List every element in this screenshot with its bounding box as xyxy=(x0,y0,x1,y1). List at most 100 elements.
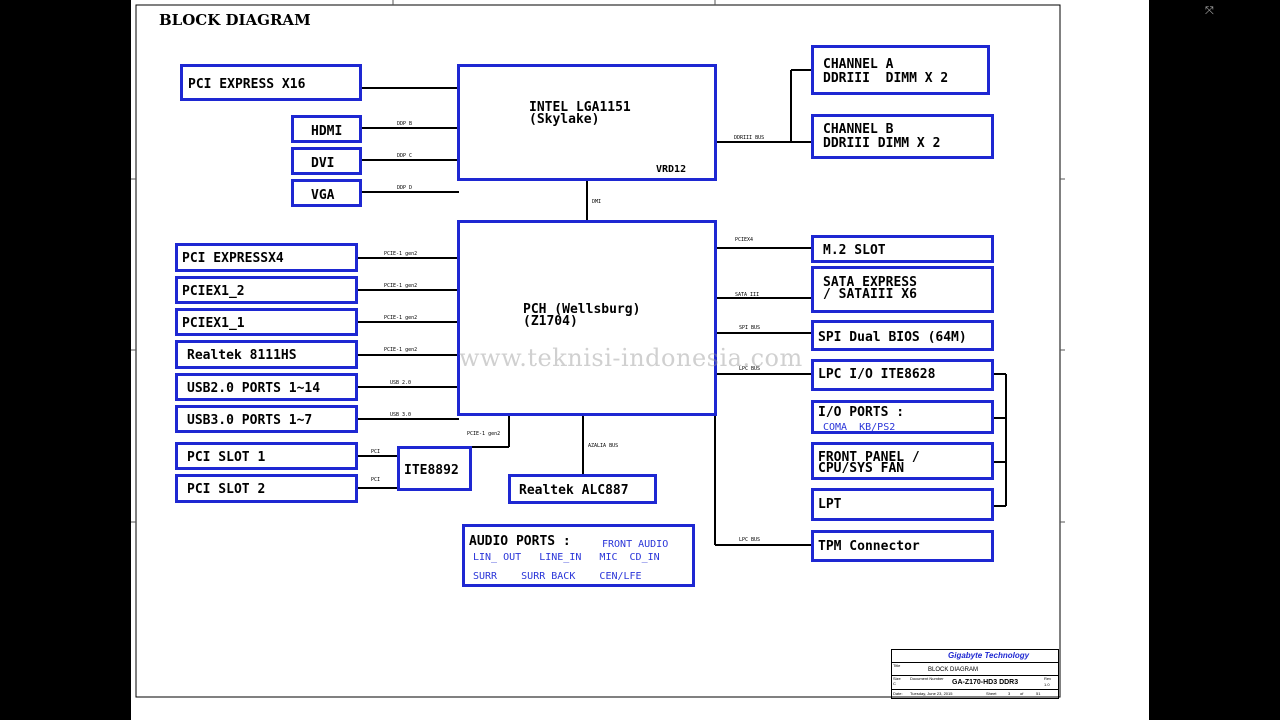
pci-express-x16-block: PCI EXPRESS X16 xyxy=(180,64,362,101)
vga-block: VGA xyxy=(291,179,362,207)
rev-value: 1.0 xyxy=(1044,682,1050,687)
connection-lines xyxy=(131,0,1065,698)
bus-label-ddp-d: DDP D xyxy=(397,185,413,191)
bus-label-pcie-c: PCIE-1 gen2 xyxy=(384,315,418,321)
block-label-sub: DDRIII DIMM X 2 xyxy=(823,136,941,151)
schematic-sheet: BLOCK DIAGRAM PCI EXPRESS X16 HDMI DVI V… xyxy=(131,0,1149,720)
block-label: LPT xyxy=(818,497,842,512)
sheet-label: Sheet xyxy=(986,691,997,696)
bus-label-pcie-ite: PCIE-1 gen2 xyxy=(467,431,501,437)
realtek-8111hs-block: Realtek 8111HS xyxy=(175,340,358,369)
bus-label-pcie-b: PCIE-1 gen2 xyxy=(384,283,418,289)
block-label: USB2.0 PORTS 1~14 xyxy=(187,381,321,396)
audio-ports-title: AUDIO PORTS : xyxy=(469,534,571,549)
bus-label-lpc-1: LPC BUS xyxy=(739,366,761,372)
bus-label-pci-2: PCI xyxy=(371,477,381,483)
company-name: Gigabyte Technology xyxy=(948,651,1030,660)
channel-b-block: CHANNEL B DDRIII DIMM X 2 xyxy=(811,114,994,159)
size-value: C xyxy=(893,681,896,686)
of-value: 51 xyxy=(1036,691,1041,696)
block-label: CHANNEL B xyxy=(823,122,894,137)
lpt-block: LPT xyxy=(811,488,994,521)
bus-label-azalia: AZALIA BUS xyxy=(588,443,619,449)
usb2-ports-block: USB2.0 PORTS 1~14 xyxy=(175,373,358,401)
bus-label-usb20: USB 2.0 xyxy=(390,380,412,386)
doc-value: GA-Z170-HD3 DDR3 xyxy=(952,679,1019,686)
lpc-io-block: LPC I/O ITE8628 xyxy=(811,359,994,391)
block-label: FRONT PANEL / xyxy=(818,450,920,465)
realtek-alc887-block: Realtek ALC887 xyxy=(508,474,657,504)
tpm-connector-block: TPM Connector xyxy=(811,530,994,562)
cpu-vrd-label: VRD12 xyxy=(656,164,687,175)
bus-label-pcie-d: PCIE-1 gen2 xyxy=(384,347,418,353)
cpu-label-sub: (Skylake) xyxy=(529,112,600,127)
dvi-block: DVI xyxy=(291,147,362,175)
pciex1-1-block: PCIEX1_1 xyxy=(175,308,358,336)
block-label: PCIEX1_2 xyxy=(182,284,245,299)
doc-label: Document Number xyxy=(910,676,944,681)
bus-label-ddriii: DDRIII BUS xyxy=(734,135,765,141)
block-label: SATA EXPRESS xyxy=(823,275,917,290)
channel-a-block: CHANNEL A DDRIII DIMM X 2 xyxy=(811,45,990,95)
block-label: PCI SLOT 1 xyxy=(187,450,266,465)
sata-express-block: SATA EXPRESS / SATAIII X6 xyxy=(811,266,994,313)
bus-label-pciex4: PCIEX4 xyxy=(735,237,754,243)
hdmi-block: HDMI xyxy=(291,115,362,143)
block-label: M.2 SLOT xyxy=(823,243,886,258)
block-label: PCI EXPRESS X16 xyxy=(188,77,306,92)
bus-label-spi: SPI BUS xyxy=(739,325,761,331)
bus-label-sata3: SATA III xyxy=(735,292,760,298)
bus-label-pci-1: PCI xyxy=(371,449,381,455)
bus-label-pcie-a: PCIE-1 gen2 xyxy=(384,251,418,257)
title-value: BLOCK DIAGRAM xyxy=(928,667,979,673)
size-label: Size xyxy=(893,676,901,681)
bus-label-usb30: USB 3.0 xyxy=(390,412,412,418)
pci-slot-1-block: PCI SLOT 1 xyxy=(175,442,358,470)
block-label: PCIEX1_1 xyxy=(182,316,245,331)
block-label: USB3.0 PORTS 1~7 xyxy=(187,413,313,428)
io-ports-block: I/O PORTS : COMA KB/PS2 xyxy=(811,400,994,434)
block-label: LPC I/O ITE8628 xyxy=(818,367,936,382)
audio-front-label: FRONT AUDIO xyxy=(602,539,669,550)
usb3-ports-block: USB3.0 PORTS 1~7 xyxy=(175,405,358,433)
block-label: ITE8892 xyxy=(404,463,459,478)
block-label: PCI SLOT 2 xyxy=(187,482,266,497)
pch-block: PCH (Wellsburg) (Z1704) xyxy=(457,220,717,416)
audio-ports-block: AUDIO PORTS : FRONT AUDIO LIN_ OUT LINE_… xyxy=(462,524,695,587)
cpu-label: INTEL LGA1151 xyxy=(529,100,631,115)
of-label: of xyxy=(1020,691,1024,696)
bus-label-ddp-b: DDP B xyxy=(397,121,413,127)
rev-label: Rev xyxy=(1044,676,1052,681)
bus-label-lpc-2: LPC BUS xyxy=(739,537,761,543)
sheet-value: 3 xyxy=(1008,691,1011,696)
block-label: CHANNEL A xyxy=(823,57,894,72)
pci-slot-2-block: PCI SLOT 2 xyxy=(175,474,358,503)
expand-icon[interactable]: ⤧ xyxy=(1205,4,1214,17)
block-label: TPM Connector xyxy=(818,539,920,554)
bus-label-ddp-c: DDP C xyxy=(397,153,413,159)
pch-label: PCH (Wellsburg) xyxy=(523,302,641,317)
audio-ports-row3: SURR SURR BACK CEN/LFE xyxy=(473,571,642,582)
block-label-sub: DDRIII DIMM X 2 xyxy=(823,71,949,86)
block-label: PCI EXPRESSX4 xyxy=(182,251,284,266)
watermark: www.teknisi-indonesia.com xyxy=(459,344,803,372)
block-label: HDMI xyxy=(311,124,343,139)
ite8892-block: ITE8892 xyxy=(397,446,472,491)
pch-label-sub: (Z1704) xyxy=(523,314,578,329)
date-label: Date: xyxy=(893,691,903,696)
block-label: I/O PORTS : xyxy=(818,405,905,420)
block-label: VGA xyxy=(311,188,335,203)
front-panel-block: FRONT PANEL / CPU/SYS FAN xyxy=(811,442,994,480)
block-label: Realtek 8111HS xyxy=(187,348,297,363)
title-label: Title xyxy=(893,663,901,668)
diagram-title: BLOCK DIAGRAM xyxy=(159,11,311,29)
cpu-block: INTEL LGA1151 (Skylake) VRD12 xyxy=(457,64,717,181)
block-label-sub: / SATAIII X6 xyxy=(823,287,917,302)
block-label-sub: CPU/SYS FAN xyxy=(818,461,905,476)
title-block: Gigabyte Technology Title BLOCK DIAGRAM … xyxy=(891,649,1059,699)
io-ports-list: COMA KB/PS2 xyxy=(823,422,896,433)
pci-expressx4-block: PCI EXPRESSX4 xyxy=(175,243,358,272)
block-label: DVI xyxy=(311,156,335,171)
block-label: SPI Dual BIOS (64M) xyxy=(818,330,967,345)
audio-ports-row2: LIN_ OUT LINE_IN MIC CD_IN xyxy=(473,552,660,563)
